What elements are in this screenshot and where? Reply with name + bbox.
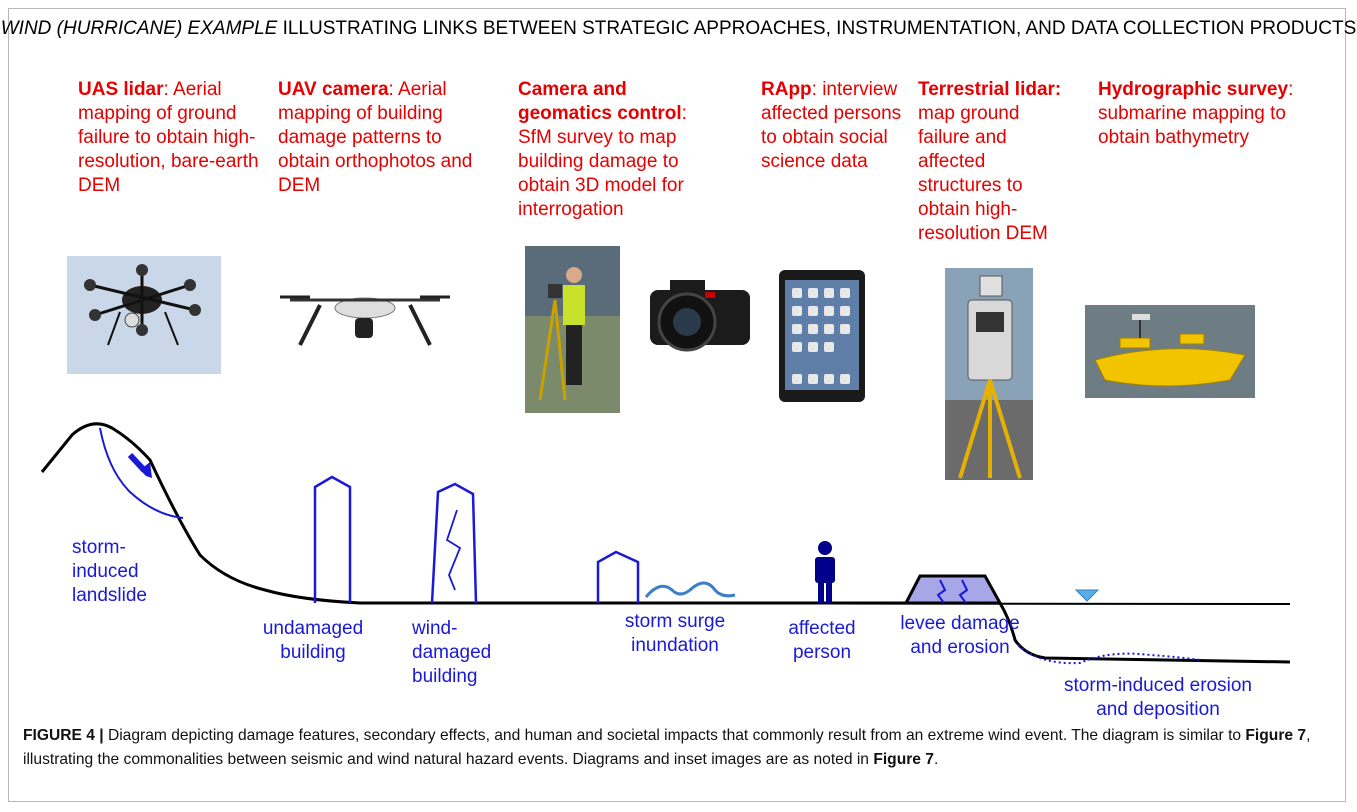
label-undamaged-building: undamaged building bbox=[262, 618, 364, 663]
label-landslide: storm-induced landslide bbox=[72, 537, 147, 606]
label-storm-surge: storm surge inundation bbox=[624, 611, 726, 656]
erosion-line-icon bbox=[1017, 644, 1201, 665]
terrestrial-lidar-photo bbox=[945, 268, 1033, 480]
hydrographic-boat-photo bbox=[1085, 305, 1255, 398]
approach-rapp: RApp: interview affected persons to obta… bbox=[761, 79, 902, 172]
label-affected-person: affected person bbox=[788, 618, 856, 663]
approach-uav-camera: UAV camera: Aerial mapping of building d… bbox=[278, 79, 473, 196]
approach-terrestrial-lidar: Terrestrial lidar: map ground failure an… bbox=[918, 79, 1062, 244]
label-wind-damaged-building: wind-damaged building bbox=[412, 618, 492, 687]
title-italic: WIND (HURRICANE) EXAMPLE bbox=[0, 18, 278, 39]
levee-icon bbox=[903, 574, 1003, 605]
dslr-camera-photo bbox=[650, 280, 750, 352]
tablet-photo bbox=[779, 270, 865, 402]
title-rest: ILLUSTRATING LINKS BETWEEN STRATEGIC APP… bbox=[277, 18, 1357, 39]
uav-camera-drone-photo bbox=[275, 285, 460, 365]
wind-damaged-building-icon bbox=[430, 482, 478, 604]
figure-frame bbox=[8, 8, 1346, 802]
storm-surge-icon bbox=[596, 550, 736, 603]
label-levee: levee damage and erosion bbox=[900, 613, 1020, 658]
approach-camera-geomatics: Camera and geomatics control: SfM survey… bbox=[518, 79, 687, 220]
figure-caption: FIGURE 4 | Diagram depicting damage feat… bbox=[23, 727, 1311, 768]
water-level-icon bbox=[1074, 589, 1100, 602]
label-erosion: storm-induced erosion and deposition bbox=[1064, 675, 1252, 720]
surveyor-photo bbox=[525, 246, 620, 413]
uas-lidar-drone-photo bbox=[67, 256, 221, 374]
landslide-icon bbox=[99, 427, 184, 519]
approach-uas-lidar: UAS lidar: Aerial mapping of ground fail… bbox=[78, 79, 259, 196]
ground-profile bbox=[40, 422, 1291, 664]
person-icon bbox=[815, 541, 835, 603]
approach-hydrographic: Hydrographic survey: submarine mapping t… bbox=[1098, 79, 1294, 148]
undamaged-building-icon bbox=[313, 475, 352, 603]
figure-title: WIND (HURRICANE) EXAMPLE ILLUSTRATING LI… bbox=[0, 18, 1357, 40]
